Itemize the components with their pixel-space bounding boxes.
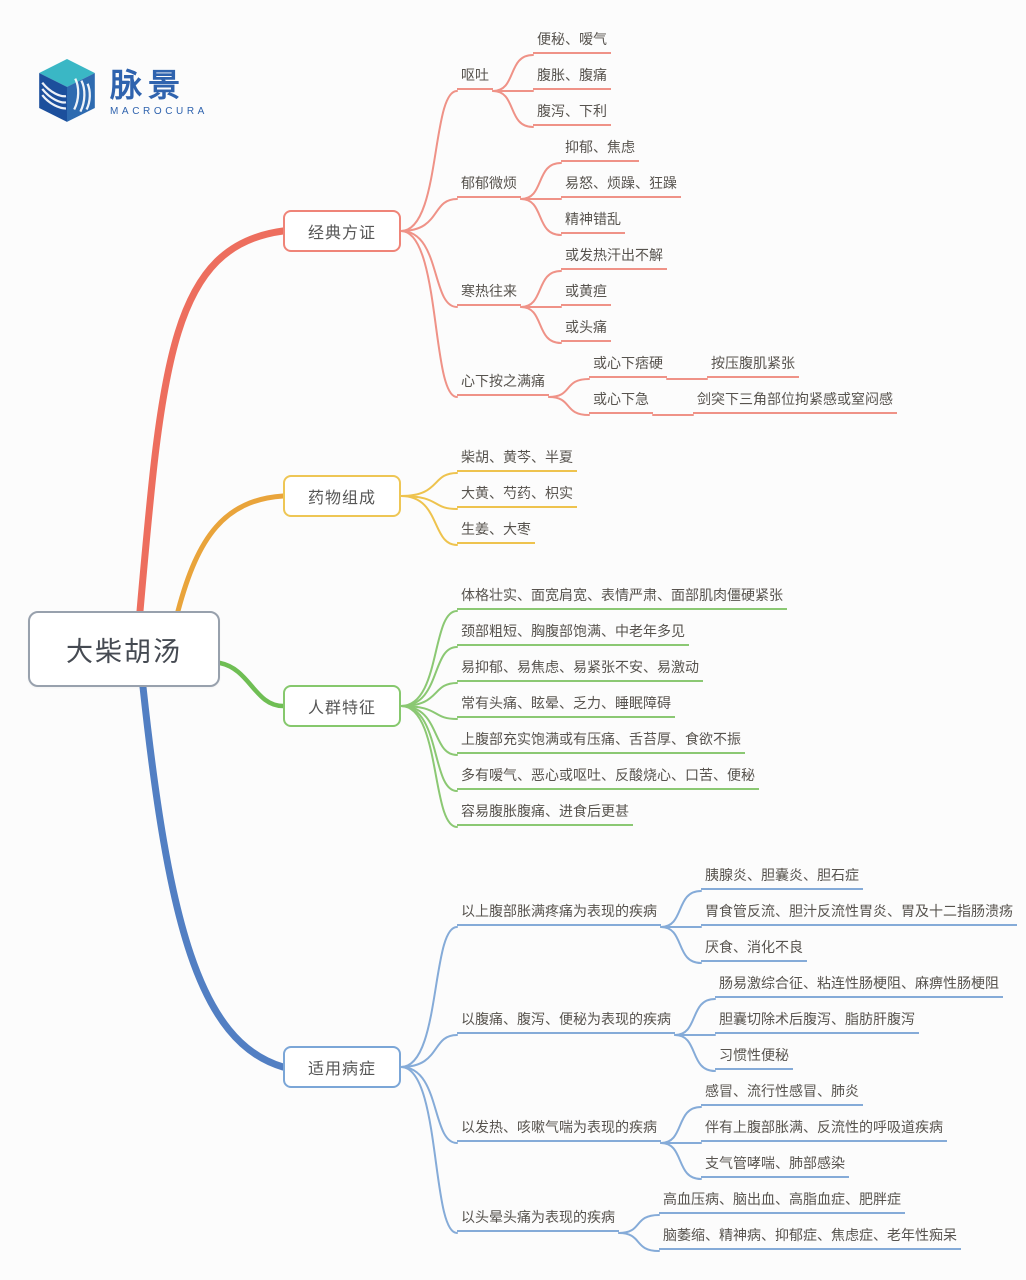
topic-node[interactable]: 颈部粗短、胸腹部饱满、中老年多见: [457, 623, 689, 646]
topic-node[interactable]: 厌食、消化不良: [701, 939, 807, 962]
topic-node[interactable]: 心下按之满痛: [457, 373, 549, 396]
logo-name: 脉景: [110, 66, 187, 103]
root-node-label: 大柴胡汤: [66, 636, 182, 667]
branch-node-2[interactable]: 药物组成: [283, 475, 401, 517]
topic-node[interactable]: 腹胀、腹痛: [533, 67, 611, 90]
topic-node[interactable]: 体格壮实、面宽肩宽、表情严肃、面部肌肉僵硬紧张: [457, 587, 787, 610]
topic-node[interactable]: 容易腹胀腹痛、进食后更甚: [457, 803, 633, 826]
topic-node[interactable]: 剑突下三角部位拘紧感或窒闷感: [693, 391, 897, 414]
logo-subtitle: MACROCURA: [110, 105, 208, 117]
topic-node[interactable]: 或心下痞硬: [589, 355, 667, 378]
topic-node[interactable]: 或黄疸: [561, 283, 611, 306]
branch-node-1[interactable]: 经典方证: [283, 210, 401, 252]
topic-node[interactable]: 或发热汗出不解: [561, 247, 667, 270]
topic-node[interactable]: 习惯性便秘: [715, 1047, 793, 1070]
topic-node[interactable]: 腹泻、下利: [533, 103, 611, 126]
topic-node[interactable]: 支气管哮喘、肺部感染: [701, 1155, 849, 1178]
topic-node[interactable]: 高血压病、脑出血、高脂血症、肥胖症: [659, 1191, 905, 1214]
topic-node[interactable]: 抑郁、焦虑: [561, 139, 639, 162]
topic-node[interactable]: 寒热往来: [457, 283, 521, 306]
topic-node[interactable]: 或心下急: [589, 391, 653, 414]
topic-node[interactable]: 以发热、咳嗽气喘为表现的疾病: [457, 1119, 661, 1142]
root-node[interactable]: 大柴胡汤: [28, 611, 220, 687]
topic-node[interactable]: 易抑郁、易焦虑、易紧张不安、易激动: [457, 659, 703, 682]
branch-node-3[interactable]: 人群特征: [283, 685, 401, 727]
branch-node-4[interactable]: 适用病症: [283, 1046, 401, 1088]
topic-node[interactable]: 生姜、大枣: [457, 521, 535, 544]
topic-node[interactable]: 以上腹部胀满疼痛为表现的疾病: [457, 903, 661, 926]
topic-node[interactable]: 伴有上腹部胀满、反流性的呼吸道疾病: [701, 1119, 947, 1142]
topic-node[interactable]: 以腹痛、腹泻、便秘为表现的疾病: [457, 1011, 675, 1034]
topic-node[interactable]: 肠易激综合征、粘连性肠梗阻、麻痹性肠梗阻: [715, 975, 1003, 998]
topic-node[interactable]: 常有头痛、眩晕、乏力、睡眠障碍: [457, 695, 675, 718]
topic-node[interactable]: 或头痛: [561, 319, 611, 342]
topic-node[interactable]: 感冒、流行性感冒、肺炎: [701, 1083, 863, 1106]
topic-node[interactable]: 胰腺炎、胆囊炎、胆石症: [701, 867, 863, 890]
topic-node[interactable]: 多有嗳气、恶心或呕吐、反酸烧心、口苦、便秘: [457, 767, 759, 790]
topic-node[interactable]: 胃食管反流、胆汁反流性胃炎、胃及十二指肠溃疡: [701, 903, 1017, 926]
topic-node[interactable]: 易怒、烦躁、狂躁: [561, 175, 681, 198]
topic-node[interactable]: 郁郁微烦: [457, 175, 521, 198]
topic-node[interactable]: 大黄、芍药、枳实: [457, 485, 577, 508]
topic-node[interactable]: 脑萎缩、精神病、抑郁症、焦虑症、老年性痴呆: [659, 1227, 961, 1250]
logo-cube-icon: [39, 59, 95, 122]
topic-node[interactable]: 精神错乱: [561, 211, 625, 234]
logo: 脉景 MACROCURA: [36, 58, 208, 126]
topic-node[interactable]: 呕吐: [457, 67, 493, 90]
topic-node[interactable]: 便秘、嗳气: [533, 31, 611, 54]
topic-node[interactable]: 以头晕头痛为表现的疾病: [457, 1209, 619, 1232]
topic-node[interactable]: 柴胡、黄芩、半夏: [457, 449, 577, 472]
topic-node[interactable]: 上腹部充实饱满或有压痛、舌苔厚、食欲不振: [457, 731, 745, 754]
topic-node[interactable]: 胆囊切除术后腹泻、脂肪肝腹泻: [715, 1011, 919, 1034]
topic-node[interactable]: 按压腹肌紧张: [707, 355, 799, 378]
